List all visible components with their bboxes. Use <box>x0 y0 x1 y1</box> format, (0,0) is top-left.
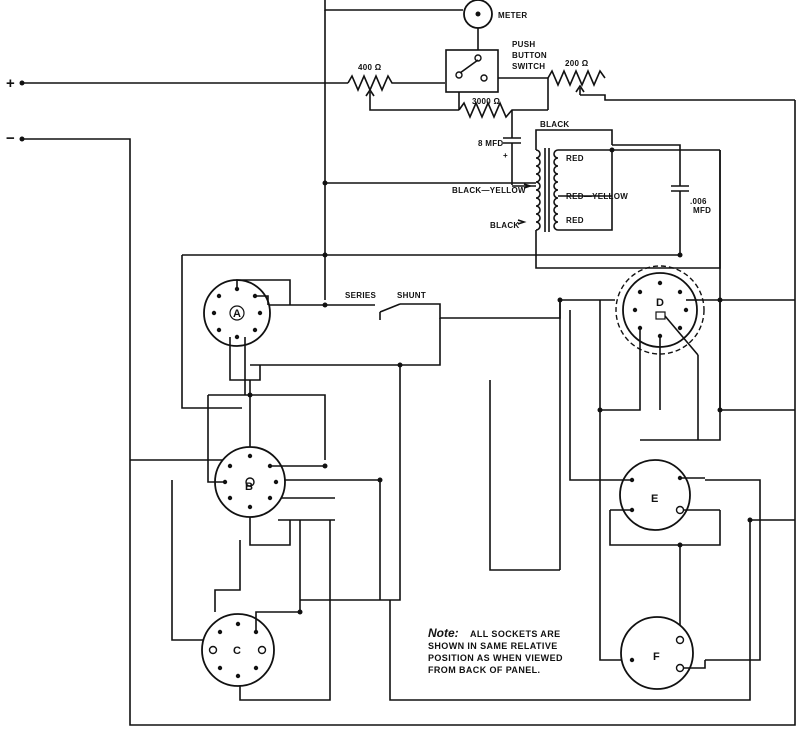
socket-f-label: F <box>653 651 660 663</box>
cap006-label: .006 <box>690 197 707 206</box>
resistor-400: 400 Ω <box>347 63 459 111</box>
socket-d-shield <box>615 265 705 355</box>
resistor-200: 200 Ω <box>547 59 795 101</box>
socket-a: A <box>203 279 291 395</box>
wire-red-2: RED <box>566 216 584 225</box>
socket-b: B <box>207 395 325 518</box>
series-shunt-switch: SERIES SHUNT <box>268 291 615 366</box>
socket-e-label: E <box>651 493 658 505</box>
plus-terminal: + <box>6 75 348 92</box>
push-button-switch: PUSH BUTTON SWITCH <box>445 40 548 110</box>
output-transformer: BLACK RED BLACK—YELLOW RED—YELLOW BLACK … <box>452 120 720 248</box>
push-label: PUSH <box>512 40 535 49</box>
button-label: BUTTON <box>512 51 547 60</box>
switch-label: SWITCH <box>512 62 545 71</box>
series-label: SERIES <box>345 291 377 300</box>
wire-black-top: BLACK <box>540 120 570 129</box>
socket-e-body <box>619 459 691 531</box>
plus-label: + <box>6 75 15 92</box>
r400-label: 400 Ω <box>358 63 382 72</box>
wire-red-1: RED <box>566 154 584 163</box>
socket-f-body <box>620 616 694 690</box>
capacitor-006mfd: .006 MFD <box>612 144 711 255</box>
r200-label: 200 Ω <box>565 59 589 68</box>
note-line-1: ALL SOCKETS ARE <box>470 629 561 639</box>
minus-label: − <box>6 130 15 147</box>
minus-terminal: − <box>6 100 796 726</box>
junction-dots <box>247 147 753 615</box>
socket-e: E <box>610 459 720 531</box>
note-word: Note: <box>428 626 459 640</box>
meter-label: METER <box>498 11 528 20</box>
socket-b-label: B <box>245 481 253 493</box>
cap006-unit: MFD <box>693 206 711 215</box>
socket-c-label: C <box>233 645 241 657</box>
wire-black-bottom: BLACK <box>490 221 520 230</box>
capacitor-8mfd: 8 MFD + <box>478 110 521 185</box>
cap8-label: 8 MFD <box>478 139 504 148</box>
resistor-3000: 3000 Ω <box>458 78 549 120</box>
bus-wiring <box>130 10 795 701</box>
wire-black-yellow: BLACK—YELLOW <box>452 186 526 195</box>
socket-d: D <box>615 265 705 360</box>
cap8-polarity: + <box>503 151 508 160</box>
wire-red-yellow: RED—YELLOW <box>566 192 628 201</box>
socket-f: F <box>620 616 706 690</box>
panel-note: Note: ALL SOCKETS ARE SHOWN IN SAME RELA… <box>428 626 563 675</box>
meter: METER <box>324 0 528 50</box>
socket-c: C <box>201 611 300 687</box>
note-line-2: SHOWN IN SAME RELATIVE <box>428 641 558 651</box>
note-line-3: POSITION AS WHEN VIEWED <box>428 653 563 663</box>
socket-d-label: D <box>656 297 664 309</box>
r3000-label: 3000 Ω <box>472 97 501 106</box>
push-button-switch-box <box>445 49 499 93</box>
socket-a-label: A <box>233 308 241 320</box>
shunt-label: SHUNT <box>397 291 426 300</box>
note-line-4: FROM BACK OF PANEL. <box>428 665 540 675</box>
